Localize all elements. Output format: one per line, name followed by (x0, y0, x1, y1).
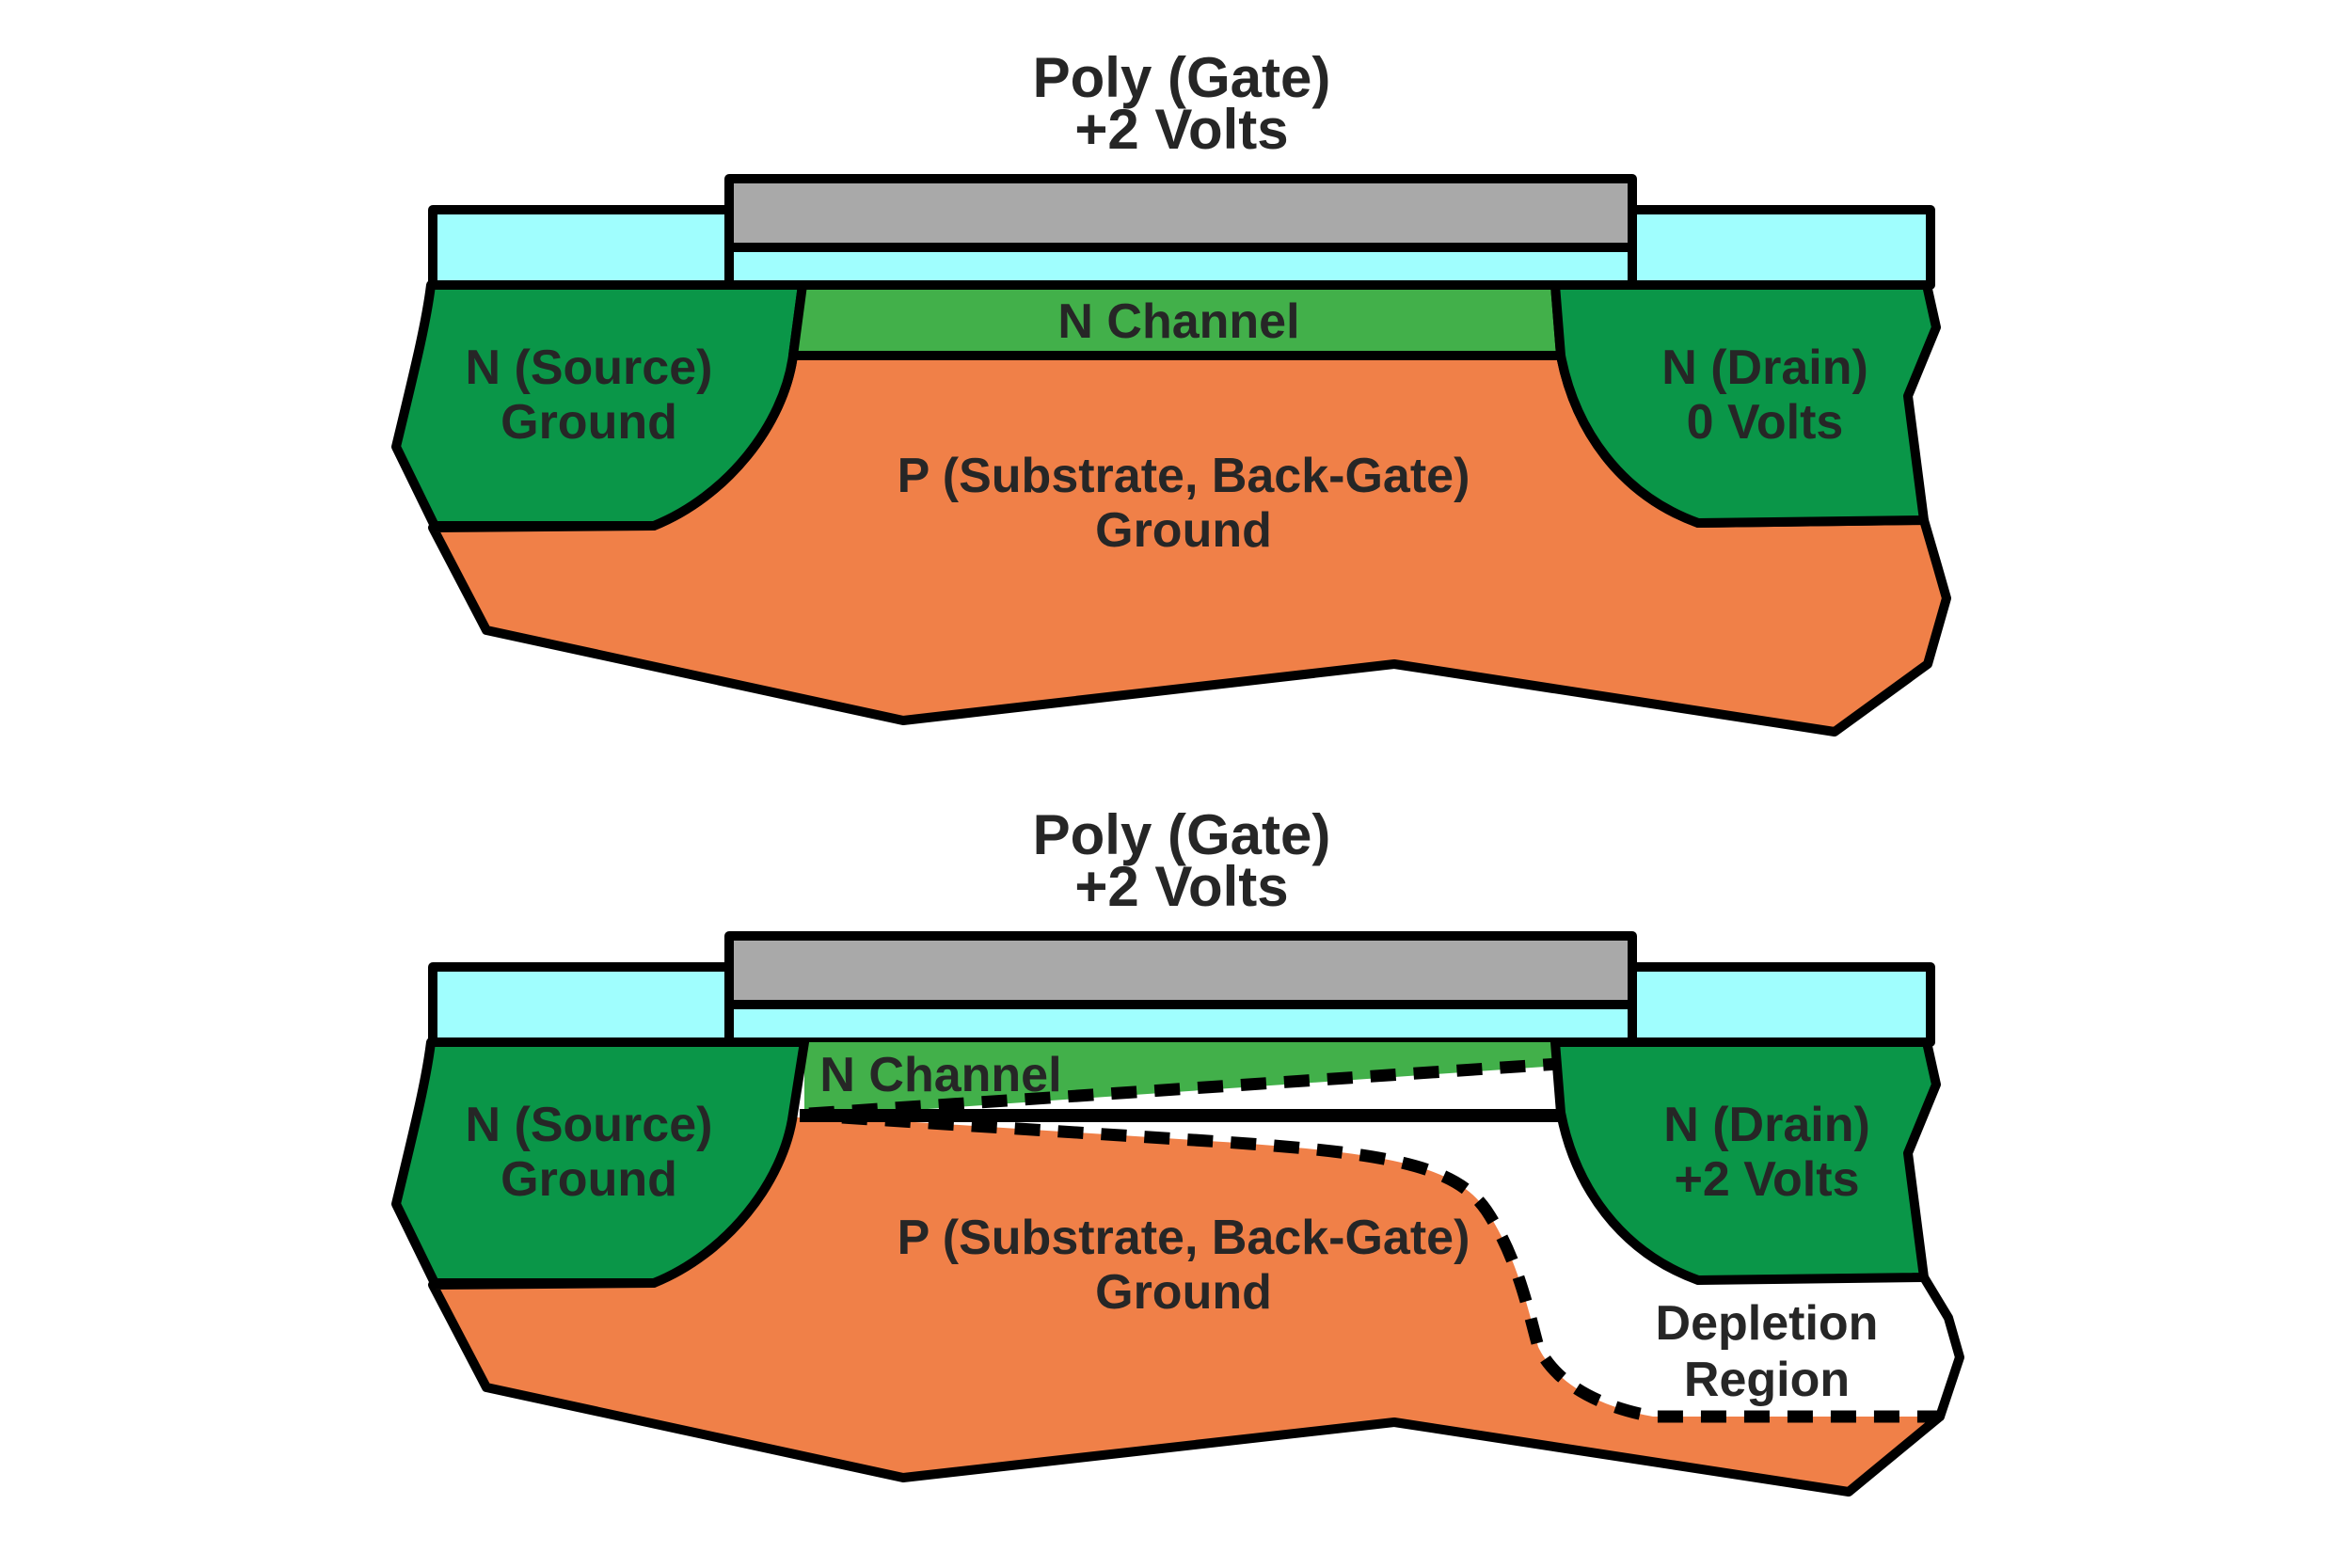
source-label-line2: Ground (501, 395, 677, 450)
source-region (391, 280, 807, 531)
source-label-line1: N (Source) (466, 341, 713, 395)
diagram-top: Poly (Gate) +2 Volts N Channel N (Source… (391, 46, 1951, 736)
drain-label-line1: N (Drain) (1663, 1098, 1870, 1152)
poly-gate (724, 931, 1637, 1009)
depletion-right-edge (1919, 1273, 1964, 1421)
gate-title-line2: +2 Volts (1074, 855, 1288, 918)
substrate-solid-outline (428, 1278, 1945, 1497)
diagram-bottom: Poly (Gate) +2 Volts N Channel N (Source… (391, 803, 1964, 1497)
drain-label-line2: +2 Volts (1674, 1152, 1859, 1207)
depletion-label-line2: Region (1684, 1353, 1850, 1407)
substrate-label-line1: P (Substrate, Back-Gate) (898, 449, 1470, 503)
gate-title-line2: +2 Volts (1074, 98, 1288, 161)
gate-edge-lines (724, 1000, 1637, 1047)
drain-label-line2: 0 Volts (1687, 395, 1844, 450)
source-label-line1: N (Source) (466, 1098, 713, 1152)
gate-title-line1: Poly (Gate) (1033, 803, 1331, 866)
drain-label-line1: N (Drain) (1661, 341, 1868, 395)
channel-label: N Channel (819, 1048, 1061, 1102)
gate-edge-lines (724, 243, 1637, 290)
substrate-label-line2: Ground (1095, 503, 1272, 558)
poly-gate (724, 174, 1637, 252)
substrate-label-line1: P (Substrate, Back-Gate) (898, 1211, 1470, 1265)
depletion-label-line1: Depletion (1656, 1296, 1879, 1351)
substrate-label-line2: Ground (1095, 1265, 1272, 1320)
source-label-line2: Ground (501, 1152, 677, 1207)
channel-label: N Channel (1057, 294, 1299, 349)
substrate-region (433, 1114, 1940, 1492)
channel-pinchoff-dashed-line (808, 1057, 1560, 1120)
depletion-boundary-dashed-line (841, 1111, 1940, 1423)
drain-region (1550, 280, 1941, 528)
gate-title-line1: Poly (Gate) (1033, 46, 1331, 109)
